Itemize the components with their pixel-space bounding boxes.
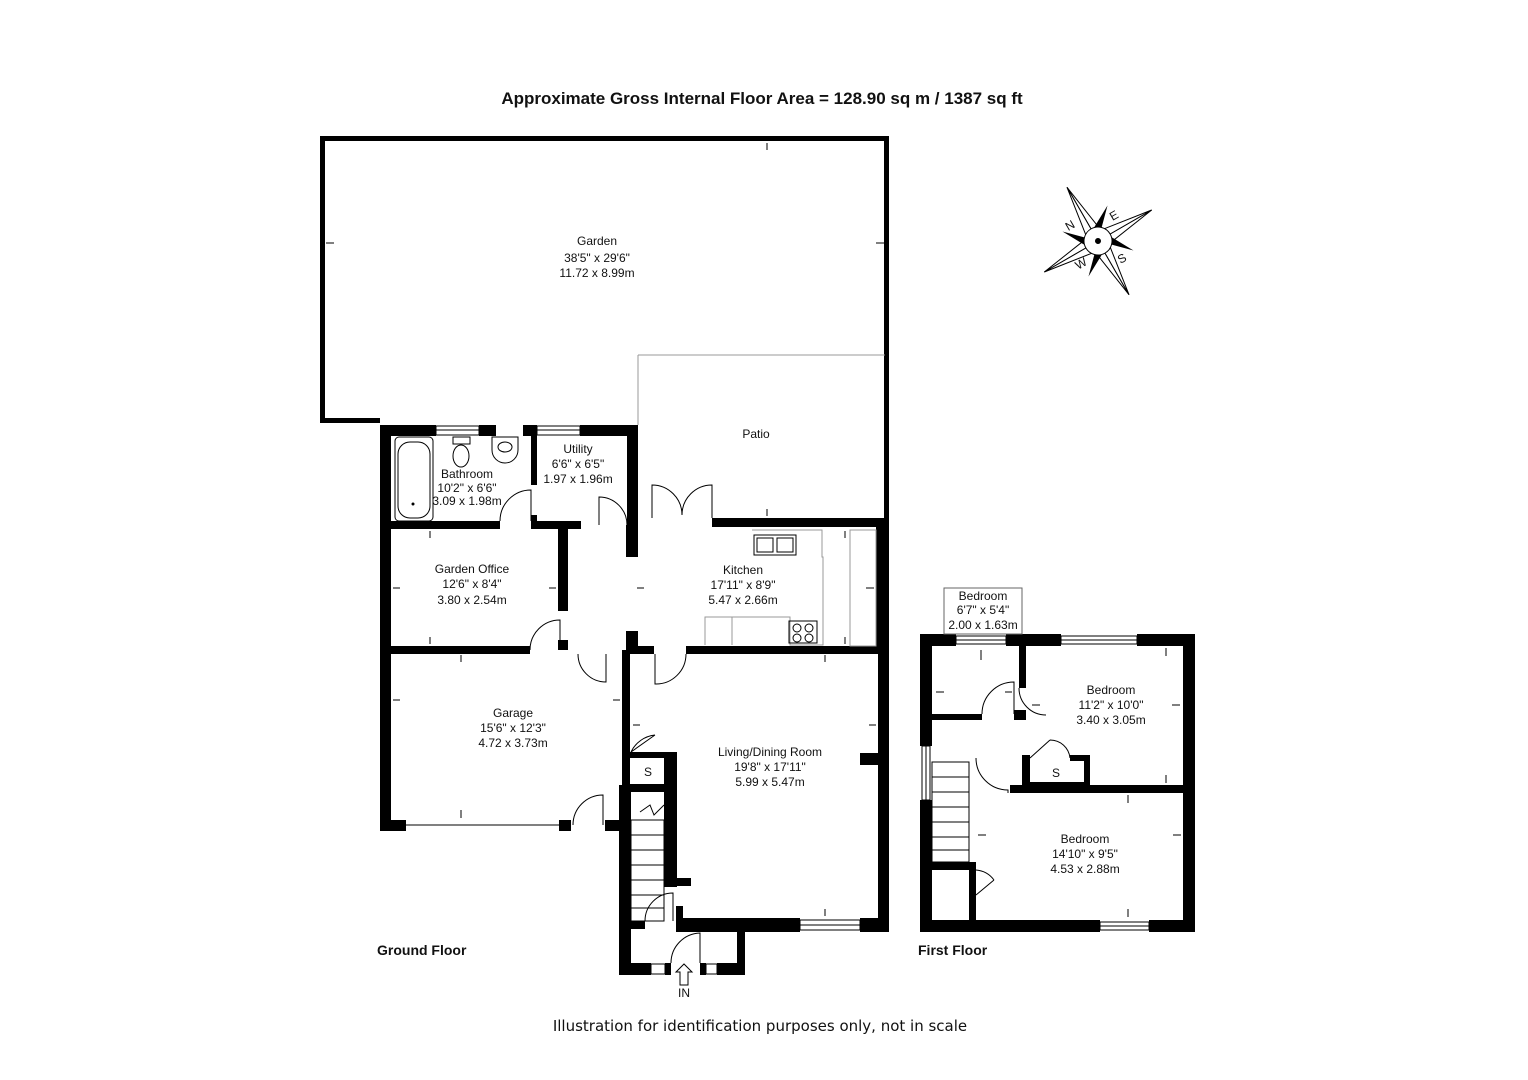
room-metric: 2.00 x 1.63m (948, 618, 1017, 632)
store-label: S (644, 765, 652, 779)
first-floor-ticks (936, 648, 1181, 917)
room-imperial: 12'6" x 8'4" (442, 577, 501, 591)
room-metric: 5.99 x 5.47m (735, 775, 804, 789)
room-name: Kitchen (723, 563, 763, 577)
room-name: Garden (577, 234, 617, 248)
compass-rose-icon (1043, 186, 1153, 296)
room-name: Utility (563, 442, 592, 456)
room-imperial: 10'2" x 6'6" (437, 481, 496, 495)
toilet (452, 436, 471, 445)
bathtub (394, 436, 434, 522)
ground-floor-label: Ground Floor (377, 942, 467, 958)
first-floor-label: First Floor (918, 942, 988, 958)
basin (491, 436, 519, 464)
room-utility: Utility 6'6" x 6'5" 1.97 x 1.96m (543, 442, 612, 486)
entrance-label: IN (678, 986, 690, 1000)
first-floor-walls (920, 634, 1195, 932)
ground-floor-windows (406, 425, 861, 975)
room-imperial: 14'10" x 9'5" (1052, 847, 1118, 861)
room-name: Garage (493, 706, 533, 720)
room-metric: 3.09 x 1.98m (432, 494, 501, 508)
store-label-first: S (1052, 766, 1060, 780)
room-metric: 3.80 x 2.54m (437, 593, 506, 607)
garden-area (320, 136, 889, 520)
room-garage: Garage 15'6" x 12'3" 4.72 x 3.73m (478, 706, 547, 750)
room-name: Living/Dining Room (718, 745, 822, 759)
room-metric: 11.72 x 8.99m (559, 266, 634, 280)
room-metric: 4.53 x 2.88m (1050, 862, 1119, 876)
room-bedroom-three: Bedroom 14'10" x 9'5" 4.53 x 2.88m (1050, 832, 1119, 876)
first-floor-windows-doors (921, 587, 1150, 931)
room-bedroom-two: Bedroom 11'2" x 10'0" 3.40 x 3.05m (1076, 683, 1145, 727)
room-name: Patio (742, 427, 770, 441)
floor-area-title: Approximate Gross Internal Floor Area = … (501, 89, 1023, 108)
room-imperial: 11'2" x 10'0" (1079, 698, 1144, 712)
room-patio: Patio (742, 427, 770, 441)
room-name: Bathroom (441, 467, 493, 481)
room-living-dining: Living/Dining Room 19'8" x 17'11" 5.99 x… (718, 745, 822, 789)
room-imperial: 6'6" x 6'5" (552, 457, 604, 471)
room-imperial: 6'7" x 5'4" (957, 603, 1009, 617)
kitchen-worktop (704, 529, 824, 646)
room-garden: Garden 38'5" x 29'6" 11.72 x 8.99m (559, 234, 634, 280)
room-imperial: 15'6" x 12'3" (480, 721, 546, 735)
room-metric: 4.72 x 3.73m (478, 736, 547, 750)
room-garden-office: Garden Office 12'6" x 8'4" 3.80 x 2.54m (435, 562, 510, 607)
room-name: Garden Office (435, 562, 510, 576)
room-metric: 5.47 x 2.66m (708, 593, 777, 607)
compass-e: E (1107, 207, 1121, 223)
disclaimer: Illustration for identification purposes… (553, 1017, 967, 1035)
ground-floor-walls (380, 425, 889, 975)
entrance-arrow-icon (674, 963, 694, 986)
hob (788, 620, 818, 644)
room-name: Bedroom (1061, 832, 1110, 846)
room-metric: 3.40 x 3.05m (1076, 713, 1145, 727)
room-bedroom-small: Bedroom 6'7" x 5'4" 2.00 x 1.63m (948, 589, 1017, 632)
room-kitchen: Kitchen 17'11" x 8'9" 5.47 x 2.66m (708, 563, 777, 607)
ground-floor-doors (499, 484, 713, 964)
room-name: Bedroom (959, 589, 1008, 603)
room-metric: 1.97 x 1.96m (543, 472, 612, 486)
room-imperial: 17'11" x 8'9" (711, 578, 776, 592)
room-name: Bedroom (1087, 683, 1136, 697)
room-bathroom: Bathroom 10'2" x 6'6" 3.09 x 1.98m (432, 467, 501, 508)
compass-n: N (1063, 217, 1078, 233)
sink (753, 534, 797, 556)
room-imperial: 38'5" x 29'6" (564, 251, 630, 265)
dimension-ticks (326, 143, 884, 916)
room-imperial: 19'8" x 17'11" (734, 760, 806, 774)
fixtures (394, 436, 877, 647)
